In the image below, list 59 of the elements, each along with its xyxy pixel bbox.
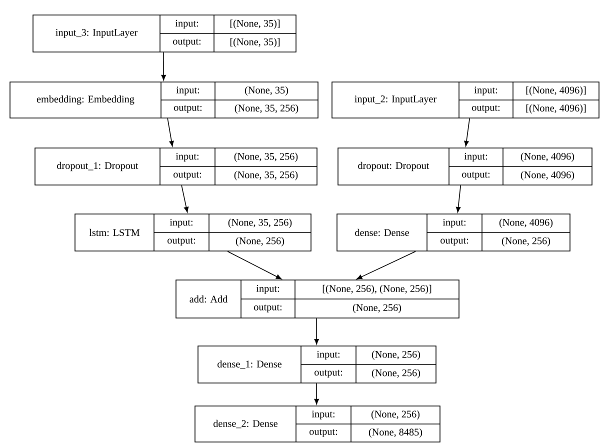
shape-value: (None, 35, 256) <box>234 171 298 180</box>
port-label: input: <box>176 86 199 96</box>
shape-value: [(None, 4096)] <box>526 86 586 96</box>
port-label: output: <box>254 304 282 312</box>
shape-value: (None, 35, 256) <box>234 152 298 162</box>
shape-value: (None, 35) <box>245 86 288 96</box>
layer-name: dense: Dense <box>355 228 409 236</box>
port-label: input: <box>316 350 340 360</box>
arrow <box>356 251 416 280</box>
port-label: output: <box>440 238 468 246</box>
shape-value: [(None, 4096)] <box>526 104 586 114</box>
port-label: output: <box>174 172 202 180</box>
layer-name: lstm: LSTM <box>89 228 140 236</box>
shape-value: (None, 256) <box>352 304 402 314</box>
arrow <box>314 318 319 344</box>
layer-name: input_3: InputLayer <box>56 29 138 38</box>
port-label: output: <box>472 105 500 113</box>
shape-value: [(None, 35)] <box>230 20 280 29</box>
shape-value: (None, 4096) <box>499 218 553 228</box>
port-label: input: <box>464 152 487 162</box>
layer-name: input_2: InputLayer <box>354 96 436 104</box>
shape-value: [(None, 256), (None, 256)] <box>322 284 432 294</box>
layer-name: dropout: Dropout <box>358 162 430 172</box>
port-label: input: <box>170 218 192 228</box>
port-label: output: <box>310 429 338 437</box>
port-label: output: <box>314 370 342 378</box>
shape-value: (None, 4096) <box>520 152 574 162</box>
arrow <box>464 118 470 146</box>
shape-value: (None, 256) <box>502 237 550 246</box>
shape-value: (None, 256) <box>371 410 420 420</box>
arrow <box>456 185 461 212</box>
port-label: output: <box>174 105 202 113</box>
shape-value: (None, 35, 256) <box>234 104 298 114</box>
shape-value: (None, 256) <box>372 350 420 360</box>
shape-value: (None, 256) <box>236 237 284 246</box>
arrow <box>161 52 166 80</box>
port-label: input: <box>312 410 334 420</box>
layer-name: dense_2: Dense <box>214 420 278 428</box>
port-label: input: <box>175 20 198 29</box>
port-label: input: <box>442 218 466 228</box>
port-label: output: <box>462 172 490 180</box>
shape-value: (None, 35, 256) <box>228 218 292 228</box>
layer-name: dense_1: Dense <box>218 360 282 369</box>
shape-value: [(None, 35)] <box>230 38 280 48</box>
arrow <box>167 118 174 146</box>
arrow <box>314 383 319 404</box>
port-label: input: <box>256 285 279 294</box>
arrow <box>181 185 189 212</box>
shape-value: (None, 4096) <box>520 171 574 180</box>
shape-value: (None, 8485) <box>368 428 422 438</box>
shape-value: (None, 256) <box>372 369 420 378</box>
port-label: output: <box>168 238 196 246</box>
port-label: input: <box>176 152 198 162</box>
arrow <box>227 251 282 280</box>
port-label: output: <box>173 38 201 47</box>
layer-name: dropout_1: Dropout <box>57 162 138 172</box>
port-label: input: <box>474 86 497 96</box>
layer-name: add: Add <box>190 295 228 303</box>
layer-name: embedding: Embedding <box>36 95 134 105</box>
